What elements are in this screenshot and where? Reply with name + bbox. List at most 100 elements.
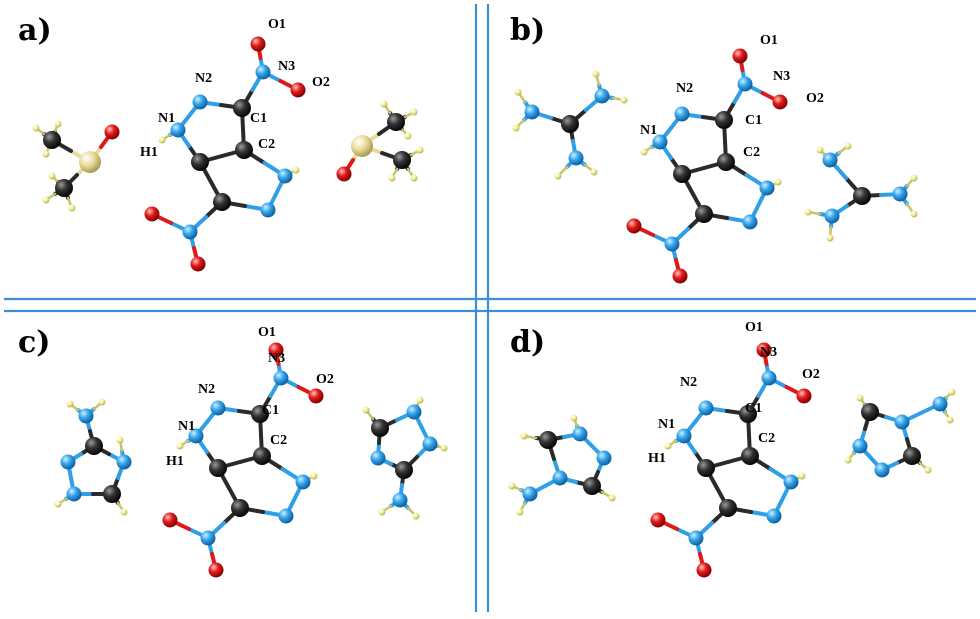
carbon-atom bbox=[43, 131, 61, 149]
nitrogen-atom bbox=[664, 236, 680, 252]
hydrogen-atom bbox=[54, 500, 62, 508]
carbon-atom bbox=[55, 179, 73, 197]
atom-label-h1: H1 bbox=[648, 451, 666, 466]
oxygen-atom bbox=[626, 218, 642, 234]
nitrogen-atom bbox=[422, 436, 438, 452]
panel-c: c) O1 N3 O2 N2 N1 C1 C2 H1 bbox=[18, 325, 448, 578]
carbon-atom bbox=[253, 447, 271, 465]
hydrogen-atom bbox=[380, 100, 388, 108]
oxygen-atom bbox=[732, 48, 748, 64]
hydrogen-atom bbox=[48, 172, 56, 180]
hydrogen-atom bbox=[410, 108, 418, 116]
nitrogen-atom bbox=[370, 450, 386, 466]
carbon-atom bbox=[853, 187, 871, 205]
hydrogen-atom bbox=[66, 400, 74, 408]
nitrogen-atom bbox=[170, 122, 186, 138]
carbon-atom bbox=[209, 459, 227, 477]
nitrogen-atom bbox=[698, 400, 714, 416]
nitrogen-atom bbox=[66, 486, 82, 502]
oxygen-atom bbox=[190, 256, 206, 272]
panel-b: b) O1 N3 O2 N2 N1 C1 C2 bbox=[510, 13, 918, 284]
carbon-atom bbox=[903, 447, 921, 465]
hydrogen-atom bbox=[826, 234, 834, 242]
nitrogen-atom bbox=[596, 450, 612, 466]
carbon-atom bbox=[739, 405, 757, 423]
atom-label-n1: N1 bbox=[658, 417, 675, 432]
nitrogen-atom bbox=[783, 474, 799, 490]
nitrogen-atom bbox=[932, 396, 948, 412]
atom-label-n1: N1 bbox=[178, 419, 195, 434]
nitrogen-atom bbox=[524, 104, 540, 120]
oxygen-atom bbox=[308, 388, 324, 404]
hydrogen-atom bbox=[924, 466, 932, 474]
atom-label-c2: C2 bbox=[758, 431, 775, 446]
atom-label-n2: N2 bbox=[195, 71, 212, 86]
oxygen-atom bbox=[250, 36, 266, 52]
atom-label-n3: N3 bbox=[773, 69, 790, 84]
atom-label-n1: N1 bbox=[158, 111, 175, 126]
nitrogen-atom bbox=[60, 454, 76, 470]
hydrogen-atom bbox=[844, 456, 852, 464]
hydrogen-atom bbox=[910, 174, 918, 182]
carbon-atom bbox=[235, 141, 253, 159]
nitrogen-atom bbox=[552, 470, 568, 486]
nitrogen-atom bbox=[278, 508, 294, 524]
oxygen-atom bbox=[208, 562, 224, 578]
carbon-atom bbox=[719, 499, 737, 517]
hydrogen-atom bbox=[592, 70, 600, 78]
oxygen-atom bbox=[672, 268, 688, 284]
sulfur-atom bbox=[79, 151, 101, 173]
atom-label-o1: O1 bbox=[745, 320, 763, 335]
hydrogen-atom bbox=[388, 174, 396, 182]
carbon-atom bbox=[673, 165, 691, 183]
carbon-atom bbox=[539, 431, 557, 449]
atom-label-n2: N2 bbox=[676, 81, 693, 96]
hydrogen-atom bbox=[440, 444, 448, 452]
hydrogen-atom bbox=[116, 436, 124, 444]
hydrogen-atom bbox=[120, 508, 128, 516]
atom-label-n3: N3 bbox=[268, 351, 285, 366]
hydrogen-atom bbox=[816, 146, 824, 154]
hydrogen-atom bbox=[774, 178, 782, 186]
nitrogen-atom bbox=[522, 486, 538, 502]
atom-label-c1: C1 bbox=[745, 113, 762, 128]
atom-label-o2: O2 bbox=[312, 75, 330, 90]
atom-label-o1: O1 bbox=[268, 17, 286, 32]
hydrogen-atom bbox=[158, 136, 166, 144]
nitrogen-atom bbox=[674, 106, 690, 122]
hydrogen-atom bbox=[910, 210, 918, 218]
panel-a: a) O1 N3 O2 N2 N1 C1 H1 C2 bbox=[18, 13, 424, 272]
panel-c-label: c) bbox=[18, 325, 50, 360]
atom-label-n1: N1 bbox=[640, 123, 657, 138]
panel-a-label: a) bbox=[18, 13, 52, 48]
atom-label-c1: C1 bbox=[250, 111, 267, 126]
carbon-atom bbox=[233, 99, 251, 117]
hydrogen-atom bbox=[798, 472, 806, 480]
panel-a-structure bbox=[32, 36, 424, 272]
panel-b-label: b) bbox=[510, 13, 545, 48]
nitrogen-atom bbox=[277, 168, 293, 184]
nitrogen-atom bbox=[406, 404, 422, 420]
hydrogen-atom bbox=[856, 394, 864, 402]
nitrogen-atom bbox=[210, 400, 226, 416]
carbon-atom bbox=[371, 419, 389, 437]
oxygen-atom bbox=[290, 82, 306, 98]
hydrogen-atom bbox=[412, 512, 420, 520]
hydrogen-atom bbox=[416, 146, 424, 154]
oxygen-atom bbox=[104, 124, 120, 140]
hydrogen-atom bbox=[410, 174, 418, 182]
hydrogen-atom bbox=[514, 88, 522, 96]
atom-label-c2: C2 bbox=[270, 433, 287, 448]
atom-label-n2: N2 bbox=[680, 375, 697, 390]
hydrogen-atom bbox=[664, 442, 672, 450]
atom-label-h1: H1 bbox=[166, 454, 184, 469]
carbon-atom bbox=[715, 111, 733, 129]
hydrogen-atom bbox=[310, 472, 318, 480]
nitrogen-atom bbox=[255, 64, 271, 80]
hydrogen-atom bbox=[570, 414, 578, 422]
oxygen-atom bbox=[796, 388, 812, 404]
panel-d-label: d) bbox=[510, 325, 545, 360]
atom-label-n3: N3 bbox=[760, 345, 777, 360]
oxygen-atom bbox=[696, 562, 712, 578]
atom-label-n2: N2 bbox=[198, 382, 215, 397]
